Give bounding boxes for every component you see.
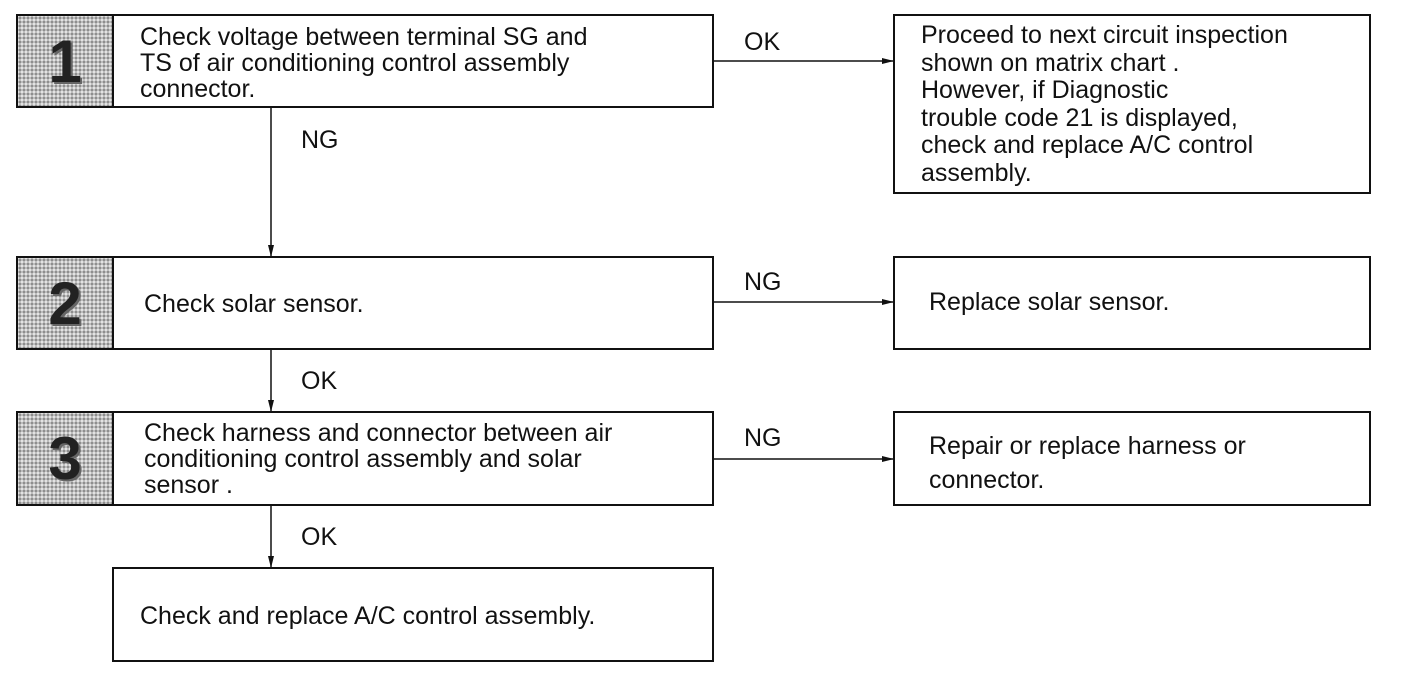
step-number-2: 2	[16, 256, 114, 350]
label-step3-ok: OK	[301, 523, 338, 551]
step-number-1: 1	[16, 14, 114, 108]
result3-line-2: connector.	[929, 466, 1045, 494]
result1-line-2: shown on matrix chart .	[921, 48, 1180, 77]
result2-line-1: Replace solar sensor.	[929, 288, 1170, 316]
step3-line-3: sensor .	[144, 471, 233, 499]
result1-line-3: However, if Diagnostic	[921, 76, 1169, 104]
result1-line-6: assembly.	[921, 158, 1032, 187]
step-box-2: Check solar sensor.	[112, 256, 714, 350]
label-step2-ng: NG	[744, 268, 782, 296]
result1-line-1: Proceed to next circuit inspection	[921, 21, 1288, 49]
step-number-3: 3	[16, 411, 114, 506]
step3-line-1: Check harness and connector between air	[144, 419, 613, 447]
result-box-2: Replace solar sensor.	[893, 256, 1371, 350]
result-box-1: Proceed to next circuit inspection shown…	[893, 14, 1371, 194]
final-box: Check and replace A/C control assembly.	[112, 567, 714, 662]
label-step2-ok: OK	[301, 367, 338, 395]
final-line-1: Check and replace A/C control assembly.	[140, 602, 596, 630]
result3-line-1: Repair or replace harness or	[929, 432, 1246, 460]
result1-line-4: trouble code 21 is displayed,	[921, 103, 1238, 132]
step2-line-1: Check solar sensor.	[144, 290, 364, 318]
label-step3-ng: NG	[744, 424, 782, 452]
step-box-1: Check voltage between terminal SG and TS…	[112, 14, 714, 108]
step1-line-3: connector.	[140, 75, 256, 103]
label-step1-ng: NG	[301, 126, 339, 154]
step3-line-2: conditioning control assembly and solar	[144, 445, 582, 473]
result1-line-5: check and replace A/C control	[921, 131, 1254, 159]
result-box-3: Repair or replace harness or connector.	[893, 411, 1371, 506]
step1-line-2: TS of air conditioning control assembly	[140, 49, 570, 77]
step1-line-1: Check voltage between terminal SG and	[140, 23, 588, 51]
label-step1-ok: OK	[744, 28, 781, 56]
step-box-3: Check harness and connector between air …	[112, 411, 714, 506]
